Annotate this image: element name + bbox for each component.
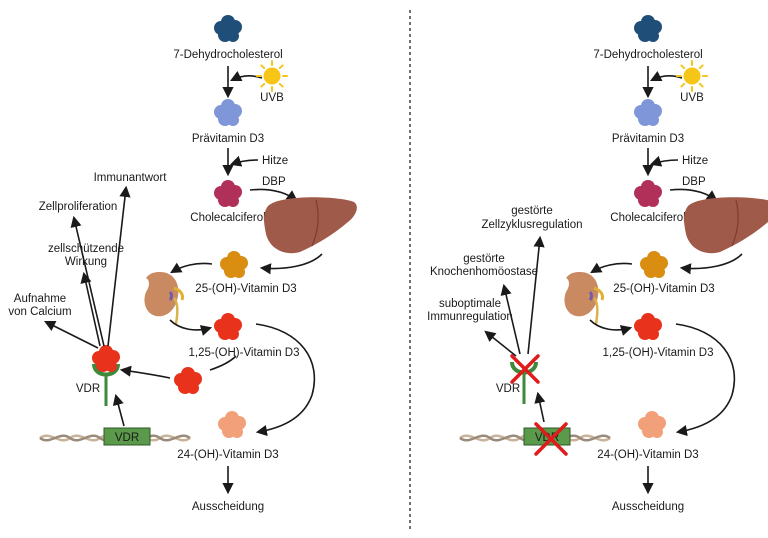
vdr-gene-box — [103, 427, 151, 446]
calcidiol-molecule-icon — [220, 251, 248, 278]
left-protect-label-1: zellschützende — [48, 243, 124, 255]
left-previtamin-label: Prävitamin D3 — [192, 133, 264, 145]
left-uvb-arrow — [229, 70, 263, 82]
calcitriol-free-icon — [174, 367, 202, 394]
calcitriol-molecule-icon — [214, 313, 242, 340]
left-uvb-label: UVB — [260, 92, 284, 104]
sun-icon — [256, 60, 288, 92]
right-cholecalciferol-label: Cholecalciferol — [610, 212, 685, 224]
right-immune-label-1: suboptimale — [439, 298, 501, 310]
kidney-icon — [562, 270, 605, 326]
cholecalciferol-molecule-icon — [634, 180, 662, 207]
left-calcidiol-label: 25-(OH)-Vitamin D3 — [195, 283, 296, 295]
left-to-kidney-arrow — [170, 262, 213, 274]
cholecalciferol-molecule-icon — [214, 180, 242, 207]
right-cycle-label-2: Zellzyklusregulation — [482, 219, 583, 231]
left-vdr-label: VDR — [76, 383, 100, 395]
left-liver-out-arrow — [259, 253, 323, 275]
left-kidney-out-arrow — [169, 319, 213, 336]
left-calcitriol-label: 1,25-(OH)-Vitamin D3 — [189, 347, 300, 359]
left-prolif-label: Zellproliferation — [39, 201, 118, 213]
left-dehydrocholesterol-label: 7-Dehydrocholesterol — [173, 49, 282, 61]
right-bone-arrow — [500, 283, 521, 355]
gene-blocked-cross-icon — [534, 422, 568, 456]
left-heat-arrow — [229, 155, 259, 167]
right-dbp-label: DBP — [682, 176, 706, 188]
left-dbp-arrow — [249, 188, 298, 202]
left-panel: 7-Dehydrocholesterol UVB Prävitamin D3 H… — [8, 15, 358, 513]
right-calcidiol-label: 25-(OH)-Vitamin D3 — [613, 283, 714, 295]
right-excretion-label: Ausscheidung — [612, 501, 684, 513]
left-immune-arrow — [107, 185, 131, 347]
dehydrocholesterol-molecule-icon — [214, 15, 242, 42]
right-expression-arrow — [534, 391, 546, 423]
right-immune-label-2: Immunregulation — [427, 311, 513, 323]
left-expression-arrow — [112, 393, 125, 427]
calcitriol-molecule-icon — [634, 313, 662, 340]
right-cycle-arrow — [527, 235, 545, 355]
left-calcium-label-2: von Calcium — [8, 306, 71, 318]
left-cholecalciferol-label: Cholecalciferol — [190, 212, 265, 224]
right-dehydrocholesterol-label: 7-Dehydrocholesterol — [593, 49, 702, 61]
left-binding-arrow — [119, 365, 171, 379]
right-kidney-out-arrow — [589, 319, 633, 336]
liver-icon — [683, 196, 768, 254]
inactive-vitamin-icon — [218, 411, 246, 438]
right-cycle-label-1: gestörte — [511, 205, 553, 217]
right-catabolism-arrow — [675, 323, 736, 437]
right-uvb-label: UVB — [680, 92, 704, 104]
right-to-kidney-arrow — [590, 262, 633, 274]
kidney-icon — [142, 270, 185, 326]
right-heat-label: Hitze — [682, 155, 708, 167]
right-vdr-label: VDR — [496, 383, 520, 395]
liver-icon — [263, 196, 358, 254]
left-calcium-arrow — [43, 320, 99, 349]
left-inactive-label: 24-(OH)-Vitamin D3 — [177, 449, 278, 461]
left-calcitriol-link — [209, 355, 237, 371]
right-immune-arrow — [484, 330, 517, 357]
previtamin-molecule-icon — [214, 99, 242, 126]
left-heat-label: Hitze — [262, 155, 288, 167]
vdr-blocked-cross-icon — [510, 354, 540, 384]
right-dbp-arrow — [669, 188, 718, 202]
left-dbp-label: DBP — [262, 176, 286, 188]
left-excretion-label: Ausscheidung — [192, 501, 264, 513]
right-heat-arrow — [649, 155, 679, 167]
left-gene-label: VDR — [115, 432, 139, 444]
calcidiol-molecule-icon — [640, 251, 668, 278]
sun-icon — [676, 60, 708, 92]
left-catabolism-arrow — [255, 323, 316, 437]
left-prolif-arrow — [70, 215, 105, 347]
left-protect-label-2: Wirkung — [65, 256, 107, 268]
right-inactive-label: 24-(OH)-Vitamin D3 — [597, 449, 698, 461]
inactive-vitamin-icon — [638, 411, 666, 438]
right-calcitriol-label: 1,25-(OH)-Vitamin D3 — [603, 347, 714, 359]
left-calcium-label-1: Aufnahme — [14, 293, 66, 305]
left-protect-arrow — [80, 271, 101, 347]
right-liver-out-arrow — [679, 253, 743, 275]
right-bone-label-1: gestörte — [463, 253, 505, 265]
left-immune-label: Immunantwort — [94, 172, 168, 184]
right-previtamin-label: Prävitamin D3 — [612, 133, 684, 145]
dehydrocholesterol-molecule-icon — [634, 15, 662, 42]
right-panel: 7-Dehydrocholesterol UVB Prävitamin D3 H… — [427, 15, 768, 513]
right-uvb-arrow — [649, 70, 683, 82]
previtamin-molecule-icon — [634, 99, 662, 126]
right-bone-label-2: Knochenhomöostase — [430, 266, 538, 278]
